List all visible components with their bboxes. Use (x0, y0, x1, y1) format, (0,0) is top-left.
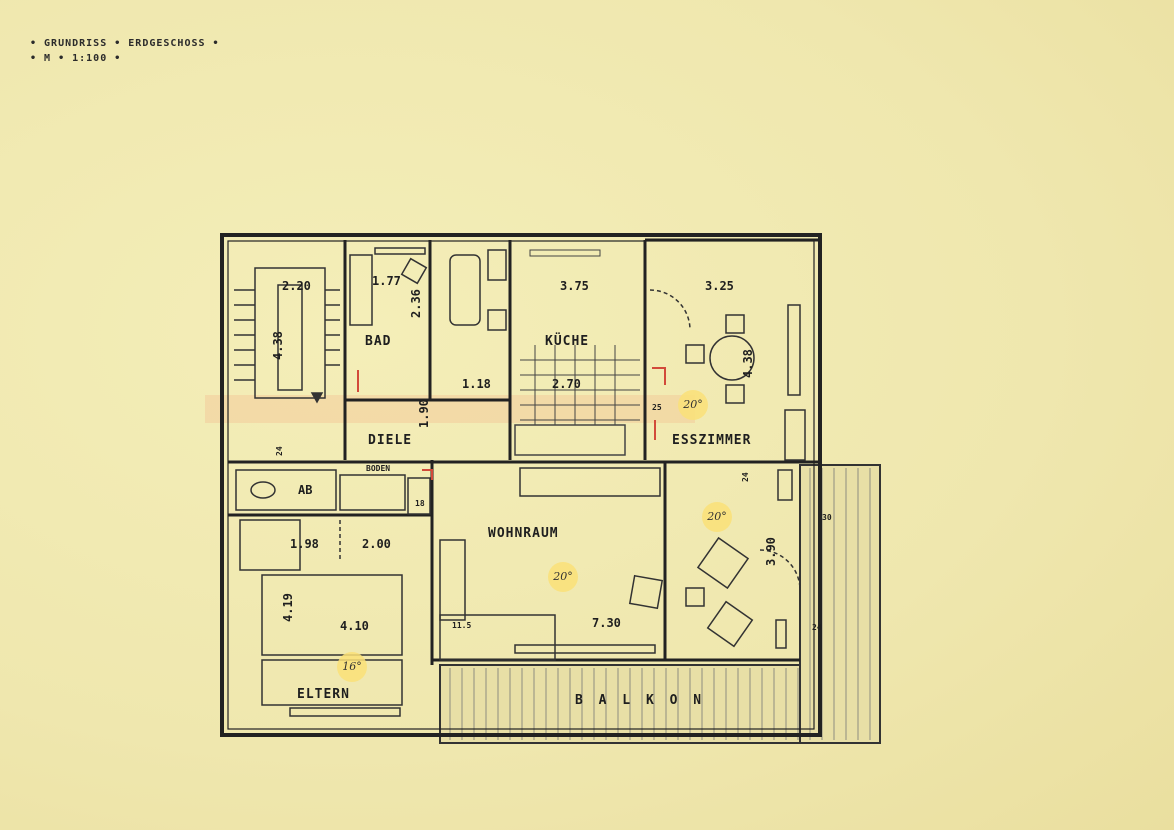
dim-diele-depth: 1.90 (417, 399, 431, 428)
dim-stair-length: 4.38 (271, 331, 285, 360)
dim-kueche-depth: 2.70 (552, 377, 581, 391)
bedroom-furniture (239, 519, 403, 717)
kitchen-tiles (514, 249, 640, 456)
dim-eltern-depth: 4.19 (281, 593, 295, 622)
dim-wall-25: 25 (652, 403, 662, 412)
wc-fixtures (235, 469, 431, 515)
dim-kueche-width: 3.75 (560, 279, 589, 293)
balcony-area (439, 464, 881, 744)
dim-bad-depth: 2.36 (409, 289, 423, 318)
dim-wohn-width: 7.30 (592, 616, 621, 630)
dim-wall-18: 18 (415, 499, 425, 508)
dim-wohn-depth: 3.90 (764, 537, 778, 566)
temp-wohnraum-corner: 20° (702, 502, 732, 532)
room-label-diele: DIELE (368, 433, 413, 448)
room-label-eltern: ELTERN (297, 687, 350, 702)
red-annotations (357, 367, 666, 480)
dim-wall-24-right: 24 (741, 472, 750, 482)
temp-esszimmer: 20° (678, 390, 708, 420)
room-label-wc: AB (298, 483, 313, 497)
dim-stair-width: 2.20 (282, 279, 311, 293)
dining-furniture (649, 289, 806, 461)
room-label-bad: BAD (365, 334, 392, 349)
temp-eltern: 16° (337, 652, 367, 682)
bathroom-fixtures (349, 247, 507, 331)
room-label-esszimmer: ESSZIMMER (672, 433, 752, 448)
room-label-boden: BODEN (366, 464, 391, 473)
dim-ess-width: 3.25 (705, 279, 734, 293)
drawing-scale: • M • 1:100 • (30, 53, 122, 64)
staircase (234, 267, 340, 404)
dim-wall-24-left: 24 (275, 446, 284, 456)
room-label-balkon: B A L K O N (575, 693, 706, 708)
room-label-kueche: KÜCHE (545, 334, 590, 349)
dim-eltern-width-1: 1.98 (290, 537, 319, 551)
dim-eltern-width: 4.10 (340, 619, 369, 633)
dim-wall-115: 11.5 (452, 621, 472, 630)
interior-walls (228, 238, 820, 665)
dim-eltern-width-2: 2.00 (362, 537, 391, 551)
dim-wall-30: 30 (822, 513, 832, 522)
dim-flur-width: 1.18 (462, 377, 491, 391)
dim-ess-depth: 4.38 (741, 349, 755, 378)
drawing-title: • GRUNDRISS • ERDGESCHOSS • (30, 38, 220, 49)
room-label-wohnraum: WOHNRAUM (488, 526, 559, 541)
outer-walls (220, 233, 822, 737)
living-furniture (439, 467, 801, 661)
dim-bad-width: 1.77 (372, 274, 401, 288)
temp-wohnraum: 20° (548, 562, 578, 592)
dim-wall-24-balcony: 24 (812, 623, 822, 632)
